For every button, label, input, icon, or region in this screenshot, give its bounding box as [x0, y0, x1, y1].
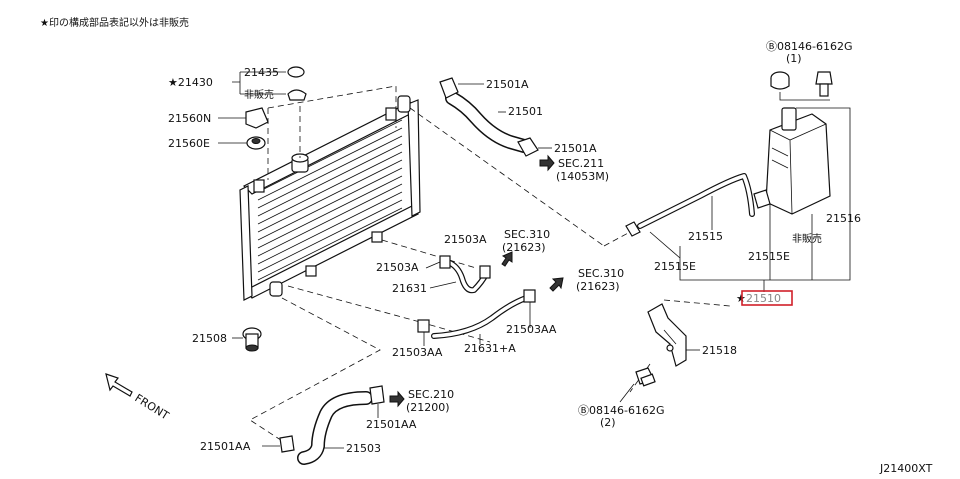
hose-clamp-21501A-mid[interactable]	[517, 137, 539, 157]
clamp-21503A-a[interactable]	[439, 255, 451, 269]
label-21501AA-l[interactable]: 21501AA	[200, 440, 251, 453]
label-sec310b-sub: (21623)	[576, 280, 620, 293]
label-21503A-a[interactable]: 21503A	[444, 233, 487, 246]
label-21515E-a[interactable]: 21515E	[654, 260, 696, 273]
clamp-21501AA-l[interactable]	[279, 435, 295, 453]
arrow-sec210	[389, 390, 405, 408]
upper-hose-21501[interactable]	[445, 91, 531, 153]
label-21503AA-l[interactable]: 21503AA	[392, 346, 443, 359]
highlight-box-21510	[741, 290, 793, 306]
label-not-sold-tank: 非販売	[792, 232, 822, 245]
label-bolt-bottom[interactable]: Ⓑ08146-6162G	[578, 404, 664, 417]
label-21503AA-r[interactable]: 21503AA	[506, 323, 557, 336]
label-sec210-sub: (21200)	[406, 401, 450, 414]
label-21516[interactable]: 21516	[826, 212, 861, 225]
bolt-bottom-icon[interactable]	[635, 367, 656, 387]
arrow-sec211	[539, 154, 555, 172]
label-front: FRONT	[132, 392, 171, 423]
clamp-21503AA-l[interactable]	[417, 319, 430, 333]
label-bolt-bottom-qty: (2)	[600, 416, 616, 429]
front-arrow-icon	[105, 373, 133, 397]
clamp-21503A-b[interactable]	[479, 265, 491, 279]
label-bolt-top-qty: (1)	[786, 52, 802, 65]
radiator-cap-21435[interactable]	[287, 66, 307, 101]
label-21501A-top[interactable]: 21501A	[486, 78, 529, 91]
bracket-21518[interactable]	[647, 303, 687, 367]
label-21508[interactable]: 21508	[192, 332, 227, 345]
drain-plug-21508[interactable]	[232, 327, 262, 352]
label-21560N[interactable]: 21560N	[168, 112, 211, 125]
header-note: ★印の構成部品表記以外は非販売	[40, 16, 189, 29]
label-21515[interactable]: 21515	[688, 230, 723, 243]
label-21560E[interactable]: 21560E	[168, 137, 210, 150]
hose-clamp-21501A-top[interactable]	[439, 77, 459, 99]
lower-hose-21503[interactable]	[297, 391, 373, 465]
bolt-top-icon[interactable]	[815, 71, 833, 97]
label-21510[interactable]: 21510	[746, 292, 781, 305]
diagram-code: J21400XT	[879, 462, 933, 475]
label-21501[interactable]: 21501	[508, 105, 543, 118]
hose-21631[interactable]	[445, 259, 489, 294]
label-not-sold-cap: 非販売	[244, 88, 274, 101]
label-bolt-top[interactable]: Ⓑ08146-6162G	[766, 40, 852, 53]
label-sec310b[interactable]: SEC.310	[578, 267, 624, 280]
grommet-21560E[interactable]	[218, 136, 266, 150]
label-21510-star: ★	[736, 292, 746, 305]
hose-21631A[interactable]	[431, 295, 529, 339]
label-sec210[interactable]: SEC.210	[408, 388, 454, 401]
label-sec310a-sub: (21623)	[502, 241, 546, 254]
clip-21560N[interactable]	[218, 107, 269, 129]
reservoir-tank[interactable]	[765, 71, 831, 215]
clip-21515E-a[interactable]	[625, 221, 641, 237]
label-21501AA-r[interactable]: 21501AA	[366, 418, 417, 431]
label-21501A-mid[interactable]: 21501A	[554, 142, 597, 155]
radiator[interactable]	[239, 95, 421, 301]
clip-21515E-b[interactable]	[753, 189, 771, 209]
label-21435[interactable]: 21435	[244, 66, 279, 79]
arrow-sec310a	[501, 251, 513, 267]
label-21503A-b[interactable]: 21503A	[376, 261, 419, 274]
overflow-hose-21515[interactable]	[637, 173, 755, 229]
arrow-sec310b	[549, 277, 564, 292]
label-21430[interactable]: ★21430	[168, 76, 213, 89]
clamp-21501AA-r[interactable]	[369, 385, 385, 405]
clamp-21503AA-r[interactable]	[523, 289, 536, 303]
label-sec211[interactable]: SEC.211	[558, 157, 604, 170]
label-21631A[interactable]: 21631+A	[464, 342, 516, 355]
label-sec211-sub: (14053M)	[556, 170, 609, 183]
label-21515E-b[interactable]: 21515E	[748, 250, 790, 263]
label-sec310a[interactable]: SEC.310	[504, 228, 550, 241]
label-21631[interactable]: 21631	[392, 282, 427, 295]
label-21518[interactable]: 21518	[702, 344, 737, 357]
label-21503[interactable]: 21503	[346, 442, 381, 455]
